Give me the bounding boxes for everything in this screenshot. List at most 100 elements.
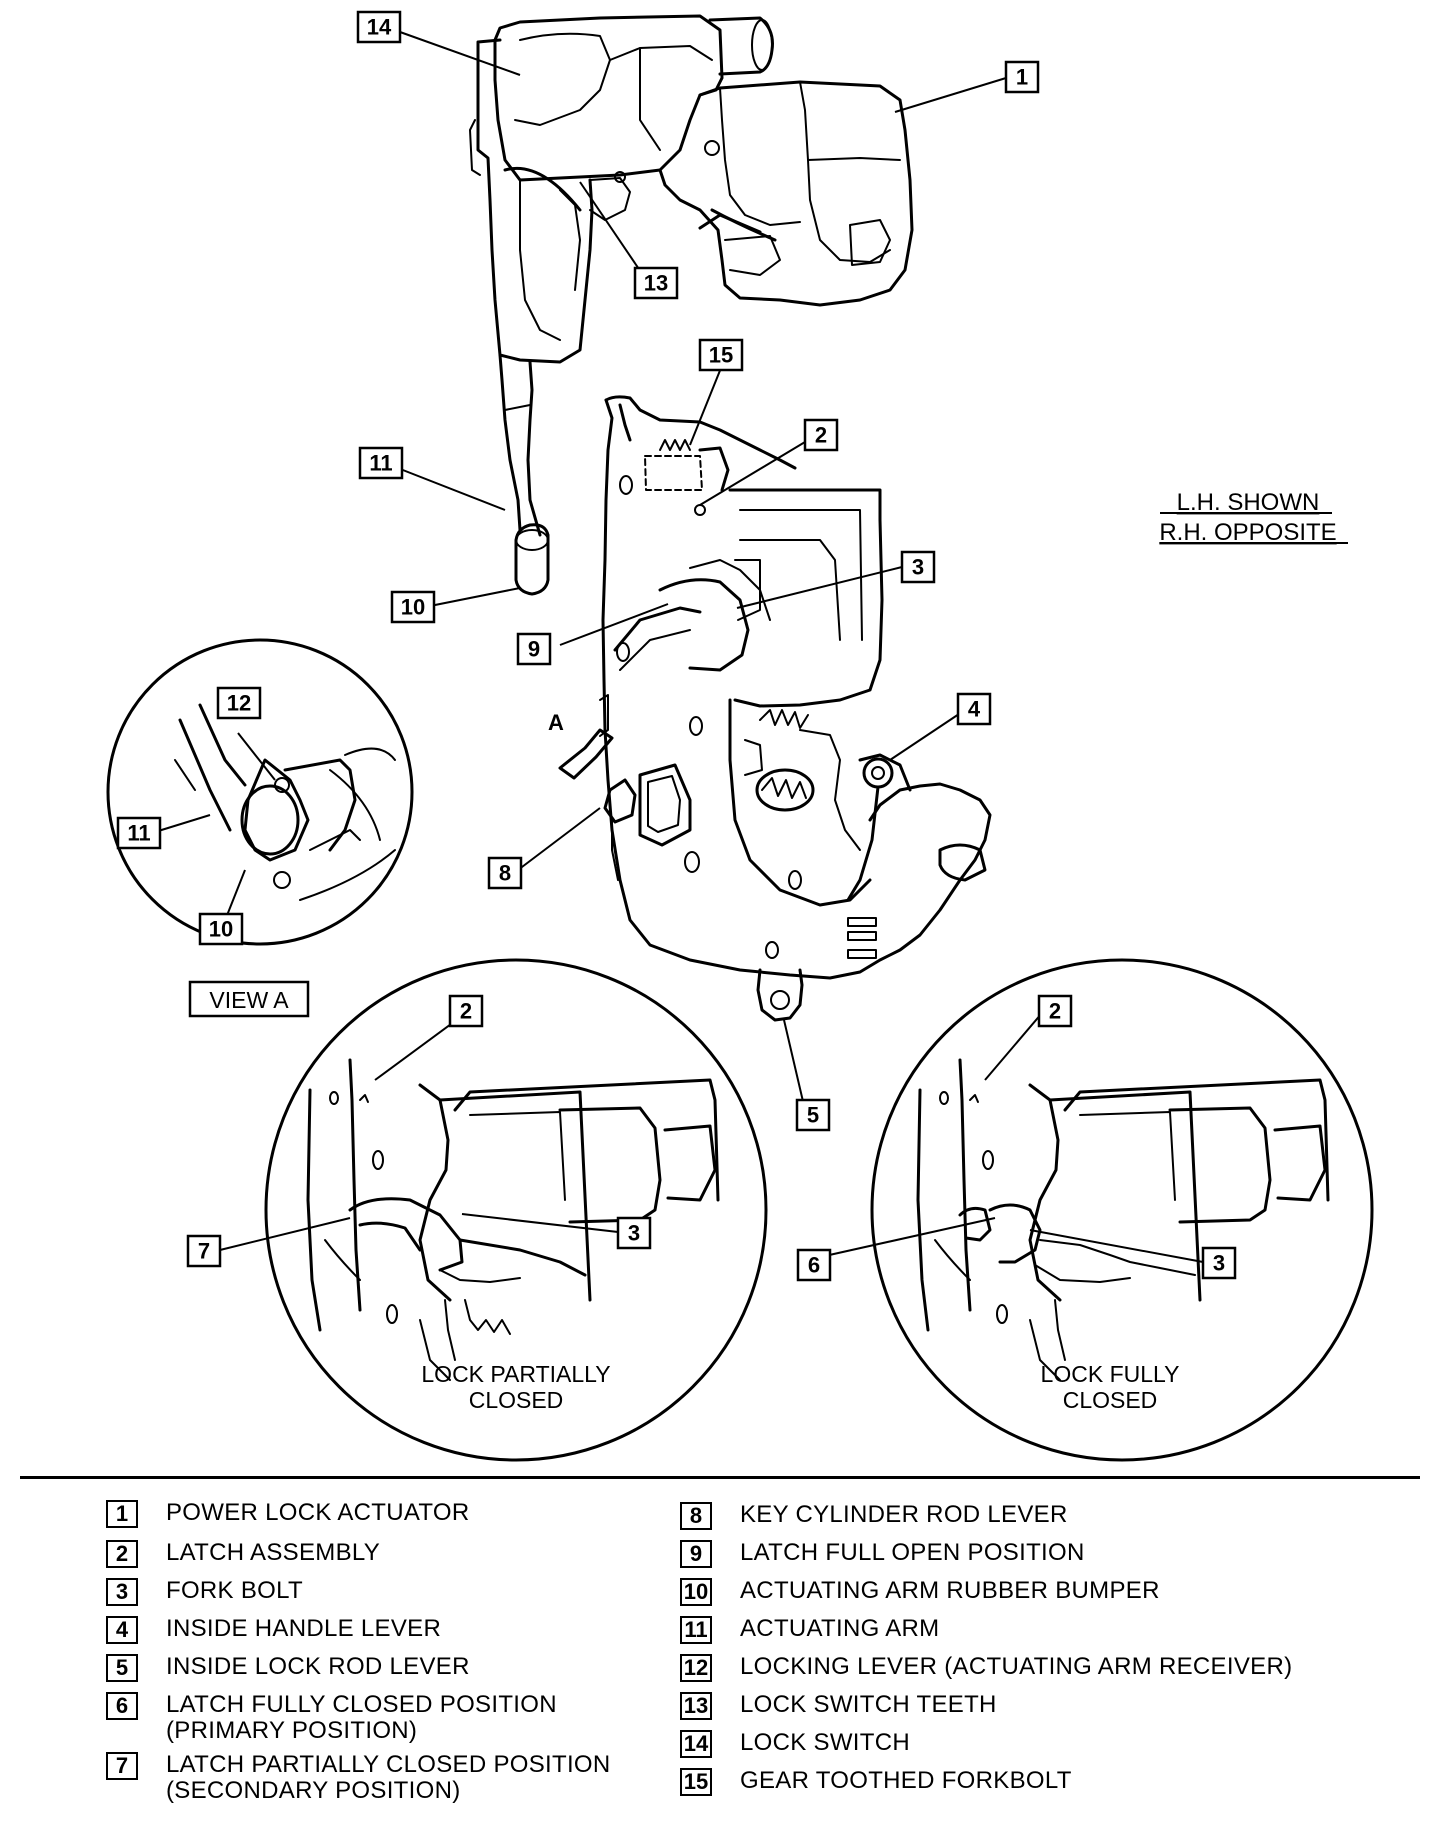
svg-text:5: 5 [807, 1103, 819, 1128]
callout-11-view-a: 11 [116, 816, 162, 850]
callout-10-view-a: 10 [198, 912, 244, 946]
view-a-inset [106, 638, 414, 946]
svg-text:6: 6 [808, 1253, 820, 1278]
legend-number: 11 [680, 1616, 712, 1644]
view-a-label: VIEW A [209, 987, 289, 1013]
callout-14: 14 [356, 10, 402, 44]
callout-9: 9 [516, 632, 552, 666]
legend-label: LATCH FULLY CLOSED POSITION (PRIMARY POS… [166, 1691, 557, 1744]
callout-3-main: 3 [900, 550, 936, 584]
svg-text:8: 8 [499, 861, 511, 886]
svg-text:2: 2 [815, 423, 827, 448]
legend-number: 15 [680, 1768, 712, 1796]
power-lock-actuator-drawing [469, 14, 914, 364]
legend-number: 2 [106, 1540, 138, 1568]
svg-text:12: 12 [227, 691, 251, 716]
legend-item: 2 LATCH ASSEMBLY [106, 1540, 380, 1568]
caption-line: CLOSED [1063, 1387, 1158, 1413]
legend-label: LATCH FULL OPEN POSITION [740, 1539, 1085, 1566]
actuating-arm-drawing [498, 353, 550, 596]
legend-label: GEAR TOOTHED FORKBOLT [740, 1767, 1072, 1794]
callout-11-main: 11 [358, 446, 404, 480]
svg-text:3: 3 [1213, 1251, 1225, 1276]
caption-line: LOCK FULLY [1041, 1361, 1180, 1387]
legend-label: FORK BOLT [166, 1577, 303, 1604]
legend-label: KEY CYLINDER ROD LEVER [740, 1501, 1068, 1528]
legend-label: LATCH PARTIALLY CLOSED POSITION (SECONDA… [166, 1751, 611, 1804]
legend-label: POWER LOCK ACTUATOR [166, 1499, 470, 1526]
legend-label: ACTUATING ARM RUBBER BUMPER [740, 1577, 1160, 1604]
svg-text:3: 3 [628, 1221, 640, 1246]
svg-text:7: 7 [198, 1239, 210, 1264]
callout-7: 7 [186, 1234, 222, 1268]
svg-text:10: 10 [209, 917, 233, 942]
lock-partially-closed-inset [264, 958, 768, 1462]
callout-8: 8 [487, 856, 523, 890]
svg-text:9: 9 [528, 637, 540, 662]
caption-line: CLOSED [469, 1387, 564, 1413]
arrow-a-label: A [548, 710, 564, 735]
view-a-label-box: VIEW A [188, 980, 310, 1018]
legend-number: 5 [106, 1654, 138, 1682]
legend-item: 1 POWER LOCK ACTUATOR [106, 1500, 470, 1528]
callout-2-inset-partial: 2 [448, 994, 484, 1028]
svg-text:13: 13 [644, 271, 668, 296]
legend-number: 13 [680, 1692, 712, 1720]
callout-12: 12 [216, 686, 262, 720]
legend-number: 7 [106, 1752, 138, 1780]
legend-item: 14 LOCK SWITCH [680, 1730, 910, 1758]
orientation-note-line-1: L.H. SHOWN [1177, 489, 1320, 516]
orientation-note-line-2: R.H. OPPOSITE [1159, 519, 1336, 546]
legend-number: 6 [106, 1692, 138, 1720]
callout-1: 1 [1004, 60, 1040, 94]
callout-3-partial: 3 [616, 1216, 652, 1250]
callout-5: 5 [795, 1098, 831, 1132]
legend-label: LOCK SWITCH TEETH [740, 1691, 997, 1718]
legend-number: 14 [680, 1730, 712, 1758]
legend-item: 6 LATCH FULLY CLOSED POSITION (PRIMARY PO… [106, 1692, 557, 1744]
legend-item: 11 ACTUATING ARM [680, 1616, 939, 1644]
legend-number: 12 [680, 1654, 712, 1682]
callout-10-main: 10 [390, 590, 436, 624]
legend-item: 3 FORK BOLT [106, 1578, 303, 1606]
svg-text:2: 2 [1049, 999, 1061, 1024]
callout-2-inset-full: 2 [1037, 994, 1073, 1028]
legend-number: 4 [106, 1616, 138, 1644]
svg-text:4: 4 [968, 697, 981, 722]
legend-label: LATCH ASSEMBLY [166, 1539, 381, 1566]
svg-text:1: 1 [1016, 65, 1028, 90]
svg-text:11: 11 [369, 451, 392, 476]
callout-3-full: 3 [1201, 1246, 1237, 1280]
callout-15: 15 [698, 338, 744, 372]
callout-13: 13 [633, 266, 679, 300]
callout-4: 4 [956, 692, 992, 726]
legend-number: 8 [680, 1502, 712, 1530]
legend-item: 8 KEY CYLINDER ROD LEVER [680, 1502, 1068, 1530]
latch-assembly-diagram: 2 1 14 13 15 2 11 3 10 9 4 12 [106, 10, 1374, 1462]
svg-text:11: 11 [127, 821, 150, 846]
legend-number: 10 [680, 1578, 712, 1606]
svg-text:3: 3 [912, 555, 924, 580]
leader-lines [154, 31, 1204, 1263]
legend-divider [20, 1476, 1420, 1479]
legend-item: 9 LATCH FULL OPEN POSITION [680, 1540, 1085, 1568]
legend-number: 1 [106, 1500, 138, 1528]
callout-6: 6 [796, 1248, 832, 1282]
svg-text:2: 2 [460, 999, 472, 1024]
legend-number: 3 [106, 1578, 138, 1606]
svg-text:15: 15 [709, 343, 733, 368]
legend-number: 9 [680, 1540, 712, 1568]
svg-text:10: 10 [401, 595, 425, 620]
lock-fully-closed-inset [870, 958, 1374, 1462]
orientation-note: L.H. SHOWN R.H. OPPOSITE [1159, 489, 1348, 546]
latch-assembly-drawing [558, 395, 992, 1022]
legend-label: LOCK SWITCH [740, 1729, 910, 1756]
legend: 1 POWER LOCK ACTUATOR 2 LATCH ASSEMBLY 3 FORK… [0, 1490, 1440, 1836]
legend-item: 15 GEAR TOOTHED FORKBOLT [680, 1768, 1072, 1796]
legend-item: 10 ACTUATING ARM RUBBER BUMPER [680, 1578, 1160, 1606]
legend-label: ACTUATING ARM [740, 1615, 940, 1642]
